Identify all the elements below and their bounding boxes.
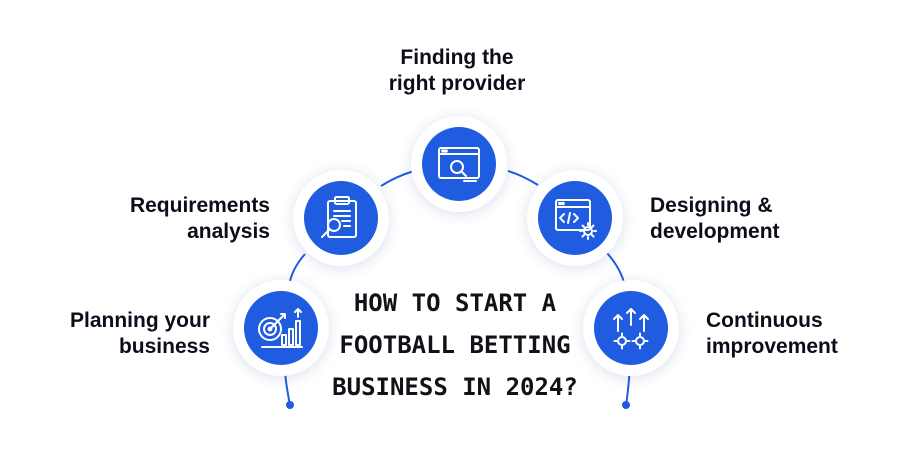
step-disc	[594, 291, 668, 365]
step-label-provider: Finding the right provider	[388, 46, 526, 95]
clipboard-magnifier-icon	[321, 196, 357, 238]
target-growth-chart-icon	[258, 308, 303, 348]
step-node-requirements	[293, 170, 389, 266]
step-disc	[538, 181, 612, 255]
step-label-requirements: Requirements analysis	[129, 194, 270, 243]
connector-left-upper	[380, 170, 415, 187]
step-node-continuous	[583, 280, 679, 376]
step-label-continuous: Continuous improvement	[706, 309, 838, 358]
step-node-designing	[527, 170, 623, 266]
step-disc	[304, 181, 378, 255]
code-window-gear-icon	[555, 199, 597, 240]
diagram-title: HOW TO START A FOOTBALL BETTING BUSINESS…	[332, 289, 578, 401]
step-label-designing: Designing & development	[650, 194, 780, 243]
step-node-provider	[411, 116, 507, 212]
step-label-planning: Planning your business	[69, 309, 210, 358]
gears-arrows-up-icon	[613, 308, 649, 350]
connector-end-dot-left	[286, 401, 294, 409]
connector-end-dot-right	[622, 401, 630, 409]
connector-right-upper	[507, 170, 539, 186]
step-node-planning	[233, 280, 329, 376]
browser-search-icon	[438, 147, 480, 182]
step-disc	[422, 127, 496, 201]
